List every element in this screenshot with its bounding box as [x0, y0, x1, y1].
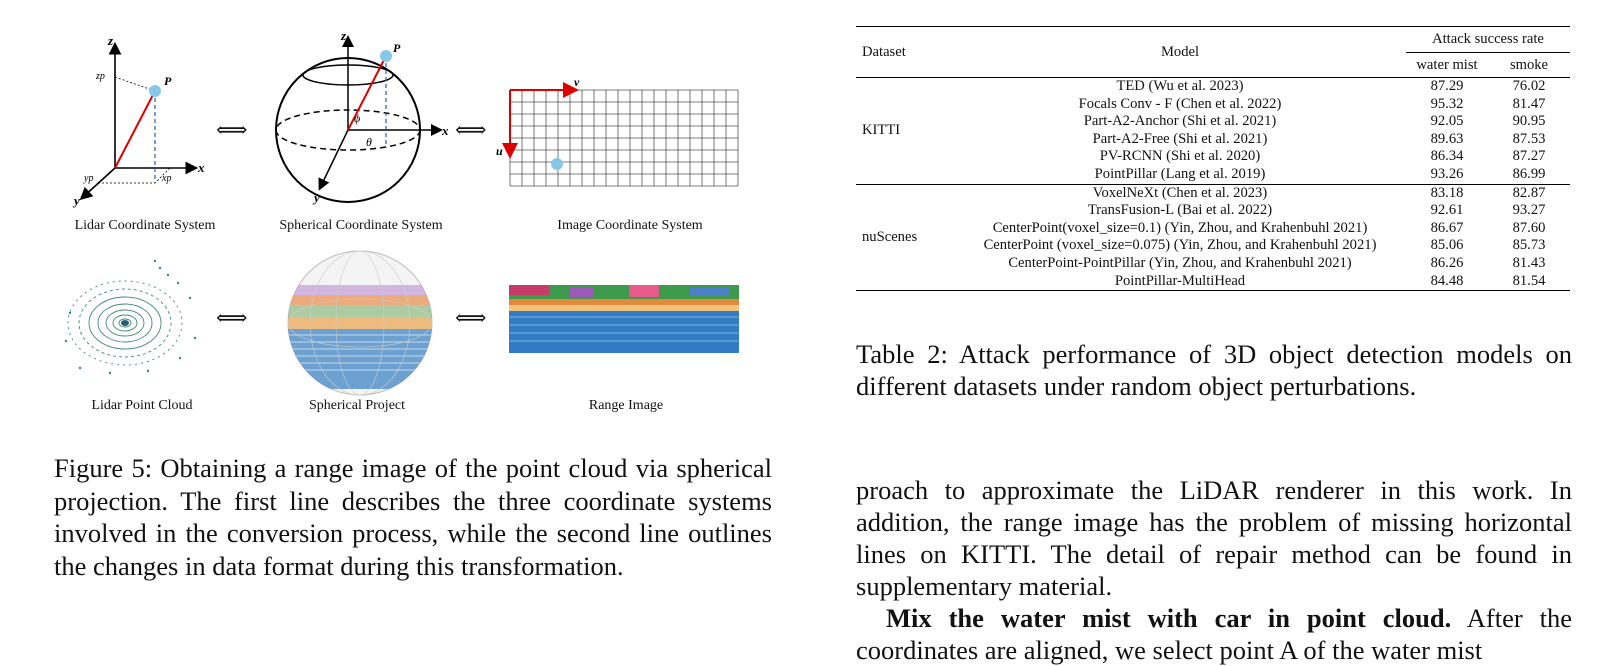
- model-cell: Focals Conv - F (Chen et al. 2022): [1078, 95, 1282, 112]
- panel-label: Image Coordinate System: [557, 218, 703, 233]
- smoke-cell: 87.53: [1512, 130, 1546, 147]
- table-row: PV-RCNN (Shi et al. 2020) 86.34 87.27: [856, 148, 1570, 166]
- xp-label: xp: [161, 173, 171, 184]
- smoke-cell: 76.02: [1488, 76, 1570, 96]
- yp-label: yp: [83, 173, 93, 184]
- image-coordinate-diagram: v u: [496, 75, 739, 187]
- model-cell: TransFusion-L (Bai et al. 2022): [1087, 202, 1273, 219]
- table-row: CenterPoint(voxel_size=0.1) (Yin, Zhou, …: [856, 220, 1570, 238]
- smoke-cell: 81.54: [1488, 272, 1570, 292]
- panel-label: Lidar Point Cloud: [91, 398, 193, 413]
- smoke-cell: 81.47: [1512, 95, 1546, 112]
- smoke-cell: 87.27: [1512, 148, 1546, 165]
- smoke-cell: 93.27: [1512, 202, 1546, 219]
- u-label: u: [496, 144, 503, 158]
- zp-label: zp: [95, 71, 105, 82]
- smoke-cell: 90.95: [1512, 113, 1546, 130]
- header-model: Model: [954, 26, 1406, 78]
- dataset-cell: nuScenes: [856, 183, 954, 292]
- results-table: Dataset Model Attack success rate water …: [856, 26, 1570, 292]
- header-water-mist: water mist: [1416, 56, 1478, 73]
- lidar-point-cloud-image: [64, 259, 197, 375]
- dataset-cell: KITTI: [856, 77, 954, 185]
- water-mist-cell: 92.05: [1430, 113, 1464, 130]
- water-mist-cell: 87.29: [1406, 76, 1488, 96]
- sph-p-label: P: [393, 41, 401, 55]
- point-p-label: P: [164, 74, 172, 88]
- smoke-cell: 82.87: [1488, 183, 1570, 203]
- model-cell: VoxelNeXt (Chen et al. 2023): [954, 183, 1406, 203]
- model-cell: PV-RCNN (Shi et al. 2020): [1099, 148, 1261, 165]
- smoke-cell: 81.43: [1512, 254, 1546, 271]
- water-mist-cell: 86.34: [1430, 148, 1464, 165]
- smoke-cell: 87.60: [1512, 219, 1546, 236]
- double-arrow-icon: ⟺: [455, 305, 487, 330]
- header-attack-success-rate: Attack success rate: [1406, 26, 1570, 53]
- header-dataset: Dataset: [856, 26, 954, 78]
- double-arrow-icon: ⟺: [216, 117, 248, 142]
- water-mist-cell: 89.63: [1430, 130, 1464, 147]
- water-mist-cell: 93.26: [1430, 165, 1464, 182]
- water-mist-cell: 83.18: [1406, 183, 1488, 203]
- smoke-cell: 85.73: [1512, 237, 1546, 254]
- panel-label: Spherical Coordinate System: [279, 218, 443, 233]
- smoke-cell: 86.99: [1512, 165, 1546, 182]
- figure-caption: Figure 5: Obtaining a range image of the…: [54, 453, 772, 581]
- paragraph: proach to approximate the LiDAR renderer…: [856, 475, 1572, 601]
- v-label: v: [574, 75, 580, 89]
- model-cell: Part-A2-Free (Shi et al. 2021): [1092, 130, 1268, 147]
- water-mist-cell: 84.48: [1406, 272, 1488, 292]
- axis-y-label: y: [72, 193, 80, 208]
- table-row: Part-A2-Free (Shi et al. 2021) 89.63 87.53: [856, 131, 1570, 149]
- water-mist-cell: 92.61: [1430, 202, 1464, 219]
- model-cell: CenterPoint (voxel_size=0.075) (Yin, Zho…: [983, 237, 1377, 254]
- spherical-project-image: [287, 250, 433, 396]
- range-image: [509, 285, 739, 353]
- table-row: TransFusion-L (Bai et al. 2022) 92.61 93.2…: [856, 202, 1570, 220]
- body-text: proach to approximate the LiDAR renderer…: [856, 474, 1572, 666]
- water-mist-cell: 86.67: [1430, 219, 1464, 236]
- model-cell: CenterPoint-PointPillar (Yin, Zhou, and …: [1008, 254, 1352, 271]
- table-row: CenterPoint (voxel_size=0.075) (Yin, Zho…: [856, 237, 1570, 255]
- water-mist-cell: 86.26: [1430, 254, 1464, 271]
- sph-x-label: x: [441, 123, 449, 138]
- sph-z-label: z: [340, 30, 347, 43]
- water-mist-cell: 85.06: [1430, 237, 1464, 254]
- table-row: Part-A2-Anchor (Shi et al. 2021) 92.05 90.…: [856, 113, 1570, 131]
- double-arrow-icon: ⟺: [216, 305, 248, 330]
- panel-label: Range Image: [588, 398, 664, 413]
- table-row: Focals Conv - F (Chen et al. 2022) 95.32 8…: [856, 96, 1570, 114]
- model-cell: TED (Wu et al. 2023): [954, 76, 1406, 96]
- sph-y-label: y: [312, 190, 320, 205]
- panel-label: Spherical Project: [308, 398, 406, 413]
- axis-z-label: z: [107, 33, 114, 48]
- table-caption: Table 2: Attack performance of 3D object…: [856, 339, 1572, 401]
- paragraph: Mix the water mist with car in point clo…: [856, 602, 1572, 666]
- model-cell: PointPillar-MultiHead: [954, 272, 1406, 292]
- paragraph-heading: Mix the water mist with car in point clo…: [886, 603, 1452, 633]
- lidar-coordinate-diagram: z x y P zp yp xp: [72, 33, 205, 208]
- model-cell: Part-A2-Anchor (Shi et al. 2021): [1083, 113, 1277, 130]
- table-row: CenterPoint-PointPillar (Yin, Zhou, and …: [856, 255, 1570, 273]
- figure-5: z x y P zp yp xp z x y P ϕ θ v u ⟺ ⟺ Lid…: [50, 25, 770, 430]
- axis-x-label: x: [197, 160, 205, 175]
- table-row: PointPillar (Lang et al. 2019) 93.26 86.99: [856, 166, 1570, 184]
- model-cell: PointPillar (Lang et al. 2019): [1094, 165, 1266, 182]
- phi-label: ϕ: [354, 111, 360, 125]
- double-arrow-icon: ⟺: [455, 117, 487, 142]
- model-cell: CenterPoint(voxel_size=0.1) (Yin, Zhou, …: [992, 219, 1368, 236]
- header-smoke: smoke: [1509, 56, 1549, 73]
- water-mist-cell: 95.32: [1430, 95, 1464, 112]
- panel-label: Lidar Coordinate System: [74, 218, 216, 233]
- theta-label: θ: [366, 135, 372, 149]
- spherical-coordinate-diagram: z x y P ϕ θ: [275, 30, 449, 205]
